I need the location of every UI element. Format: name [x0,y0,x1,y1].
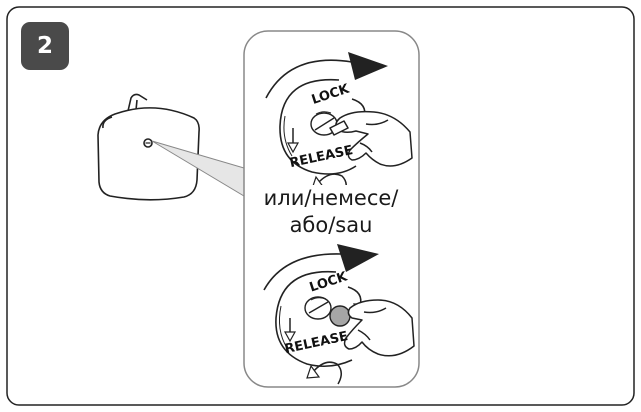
device-cover [97,93,200,201]
hand-key-icon [329,110,413,167]
arrow-head [348,52,388,80]
screw-icon [143,138,153,148]
alternative-caption: или/немесе/ або/sau [246,185,416,239]
coin-icon [329,305,351,327]
hand-coin-icon [343,299,415,357]
dial-top: LOCK RELEASE [265,52,413,197]
arrow-head [337,244,379,272]
caption-line-2: або/sau [289,213,373,237]
rotate-clockwise-arrow-icon [265,59,353,99]
step-number-badge: 2 [21,22,69,70]
caption-line-1: или/немесе/ [263,186,399,210]
rotate-clockwise-arrow-icon [263,253,343,291]
dial-bottom: LOCK RELEASE [263,244,415,385]
